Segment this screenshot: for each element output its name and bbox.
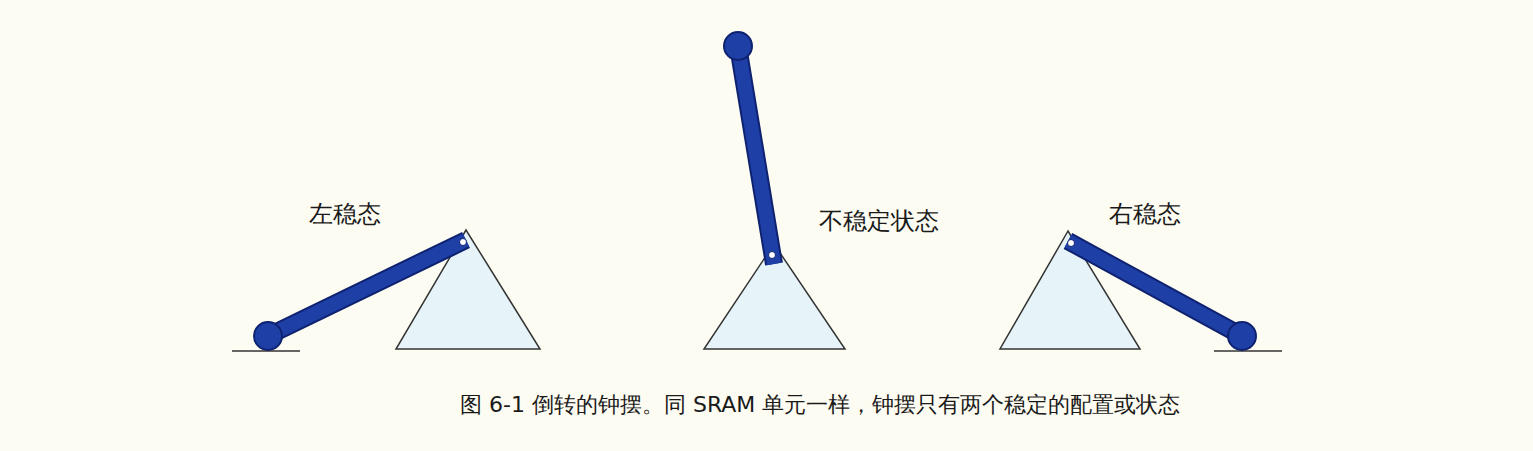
state-label: 右稳态 [1109, 200, 1181, 229]
pendulum-bob [724, 32, 752, 60]
pendulum-bob [1228, 322, 1256, 350]
state-label: 左稳态 [309, 200, 381, 229]
pivot-pin [460, 239, 467, 246]
figure-caption: 图 6-1 倒转的钟摆。同 SRAM 单元一样，钟摆只有两个稳定的配置或状态 [460, 392, 1180, 418]
pendulum-rod [738, 46, 774, 264]
pivot-pin [769, 252, 776, 259]
pendulum-bob [254, 322, 282, 350]
ground-line [1214, 350, 1282, 352]
pendulum-rod [1068, 241, 1242, 336]
pendulum-rod [268, 240, 466, 336]
state-label: 不稳定状态 [819, 207, 939, 236]
pendulum-rod [268, 240, 466, 336]
pendulum-rod [1068, 241, 1242, 336]
pendulum-rod [738, 46, 774, 264]
pivot-pin [1068, 240, 1075, 247]
